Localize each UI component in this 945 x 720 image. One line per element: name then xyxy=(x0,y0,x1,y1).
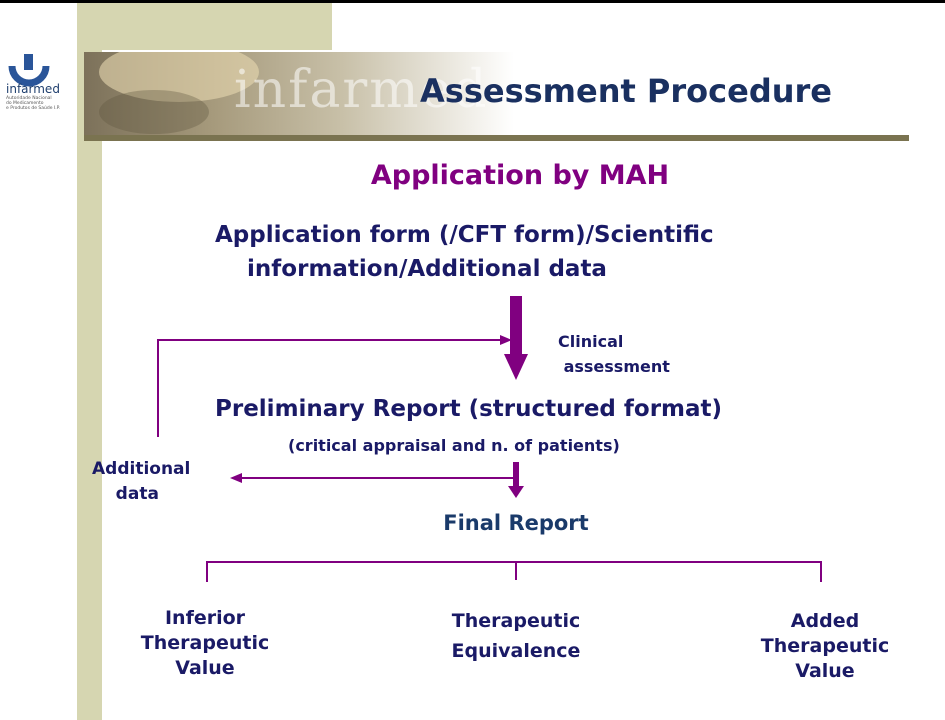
application-title: Application by MAH xyxy=(370,160,670,191)
outcome-inferior-value: Inferior Therapeutic Value xyxy=(140,607,270,679)
preliminary-report-subtitle: (critical appraisal and n. of patients) xyxy=(288,436,620,455)
outcome-therapeutic-equivalence: Therapeutic Equivalence xyxy=(451,610,581,662)
feedback-loop-line xyxy=(157,339,500,437)
preliminary-report: Preliminary Report (structured format) xyxy=(215,396,723,422)
additional-data-label: Additional data xyxy=(92,459,191,504)
logo-text: infarmed xyxy=(6,82,60,96)
main-arrow-head xyxy=(504,354,528,380)
final-arrow-shaft xyxy=(513,462,519,488)
top-border-line xyxy=(0,0,945,3)
page-title: Assessment Procedure xyxy=(420,72,832,110)
banner-image-icon xyxy=(84,42,514,136)
additional-data-arrow-head xyxy=(230,473,242,483)
final-report: Final Report xyxy=(443,511,589,535)
final-arrow-head xyxy=(508,486,524,498)
header-banner-photo: infarmed xyxy=(84,42,514,136)
title-divider xyxy=(84,135,909,141)
clinical-assessment-label: Clinical assessment xyxy=(558,332,670,376)
banner-text: infarmed xyxy=(234,60,489,120)
main-arrow-shaft xyxy=(510,296,522,356)
top-left-band xyxy=(77,3,332,50)
outcome-added-value: Added Therapeutic Value xyxy=(760,610,890,682)
outcome-bracket xyxy=(206,561,822,582)
logo-subtitle: Autoridade Nacional do Medicamento e Pro… xyxy=(6,96,61,111)
feedback-arrow-head xyxy=(500,335,512,345)
logo-mark-icon xyxy=(8,54,50,87)
application-form-text: Application form (/CFT form)/Scientific … xyxy=(215,222,714,282)
